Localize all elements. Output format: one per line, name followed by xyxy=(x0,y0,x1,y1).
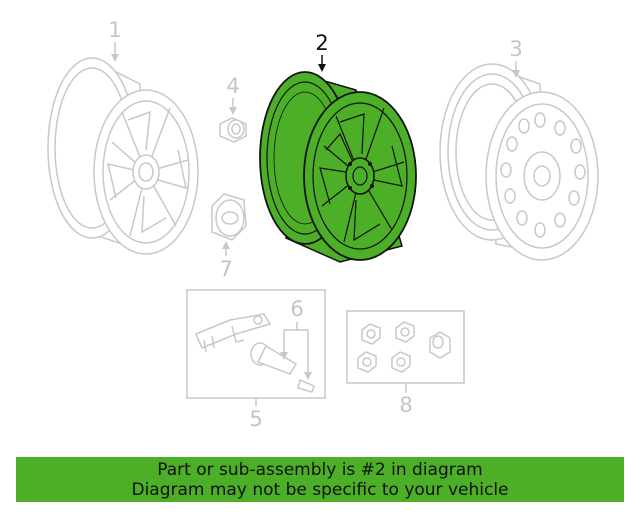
callout-5: 5 xyxy=(249,407,262,431)
part-6-valve-stem[interactable] xyxy=(250,342,315,393)
callout-1: 1 xyxy=(108,18,121,42)
callout-6: 6 xyxy=(290,297,303,321)
callout-7: 7 xyxy=(219,257,232,281)
callout-2: 2 xyxy=(315,31,328,55)
box-tpms-sensor-kit xyxy=(186,289,326,399)
banner-line-2: Diagram may not be specific to your vehi… xyxy=(131,480,509,500)
part-5-tpms-sensor[interactable] xyxy=(195,313,272,353)
part-4-lug-nut[interactable] xyxy=(219,117,247,143)
callout-3: 3 xyxy=(509,37,522,61)
callout-8: 8 xyxy=(399,393,412,417)
part-1-alloy-wheel[interactable] xyxy=(47,57,199,255)
box-lug-nut-set xyxy=(346,310,465,384)
part-8-lug-nut-set[interactable] xyxy=(357,321,451,373)
part-7-center-cap[interactable] xyxy=(211,193,247,241)
banner-line-1: Part or sub-assembly is #2 in diagram xyxy=(157,460,483,480)
callout-4: 4 xyxy=(226,74,239,98)
part-3-steel-spare-wheel[interactable] xyxy=(439,63,599,261)
part-2-alloy-wheel-highlighted[interactable] xyxy=(259,71,417,263)
notice-banner: Part or sub-assembly is #2 in diagram Di… xyxy=(16,457,624,502)
